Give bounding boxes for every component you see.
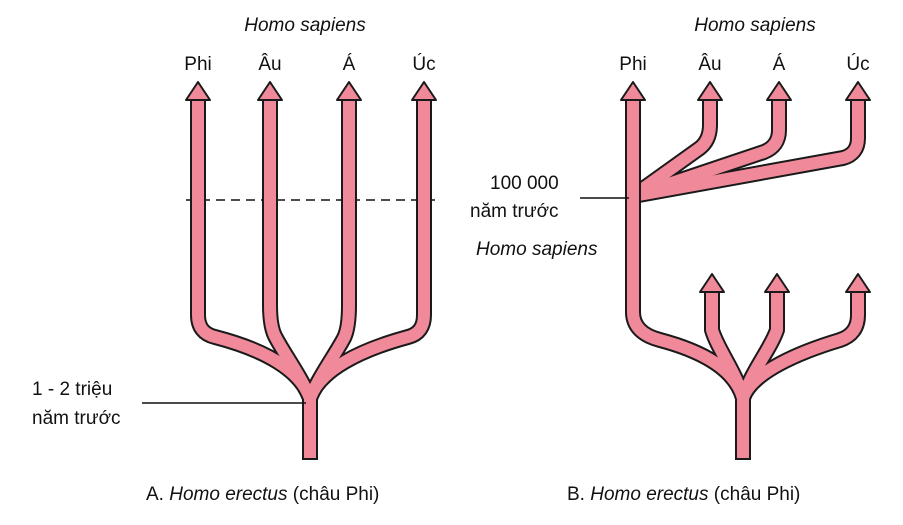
panel-b-side-label: Homo sapiens	[476, 239, 598, 260]
panel-b-time-label-line2: năm trước	[470, 201, 559, 222]
panel-b: Homo sapiens Phi Âu Á Úc 100 000 năm trư…	[470, 15, 871, 505]
panel-a-tree	[185, 81, 437, 460]
arrow-head	[845, 81, 871, 101]
panel-b-top-label: Homo sapiens	[694, 15, 816, 36]
arrow-head	[411, 81, 437, 101]
panel-a-region-a: Á	[343, 54, 356, 75]
arrow-head	[845, 273, 871, 293]
arrow-head	[764, 273, 790, 293]
panel-a-region-au: Âu	[258, 53, 281, 75]
arrow-head	[336, 81, 362, 101]
panel-a-top-label: Homo sapiens	[244, 15, 366, 36]
panel-b-upper-tree	[628, 96, 866, 204]
arrow-head	[697, 81, 723, 101]
panel-a-region-phi: Phi	[184, 54, 211, 75]
panel-a-time-label-line1: 1 - 2 triệu	[32, 379, 112, 400]
panel-b-region-au: Âu	[698, 53, 721, 75]
panel-a-region-uc: Úc	[412, 53, 435, 75]
panel-b-junction	[627, 185, 639, 205]
panel-b-region-phi: Phi	[619, 54, 646, 75]
panel-a-time-label-line2: năm trước	[32, 408, 121, 429]
panel-b-caption: B. Homo erectus (châu Phi)	[567, 484, 800, 505]
panel-b-region-uc: Úc	[846, 53, 869, 75]
arrow-head	[620, 81, 646, 101]
arrow-head	[766, 81, 792, 101]
panel-b-lower-tree	[625, 96, 866, 460]
arrow-head	[699, 273, 725, 293]
panel-a: Homo sapiens Phi Âu Á Úc 1 - 2 triệu năm…	[32, 15, 437, 505]
panel-b-region-a: Á	[773, 54, 786, 75]
arrow-head	[185, 81, 211, 101]
arrow-head	[257, 81, 283, 101]
panel-a-caption: A. Homo erectus (châu Phi)	[146, 484, 379, 505]
panel-b-time-label-line1: 100 000	[490, 173, 559, 194]
